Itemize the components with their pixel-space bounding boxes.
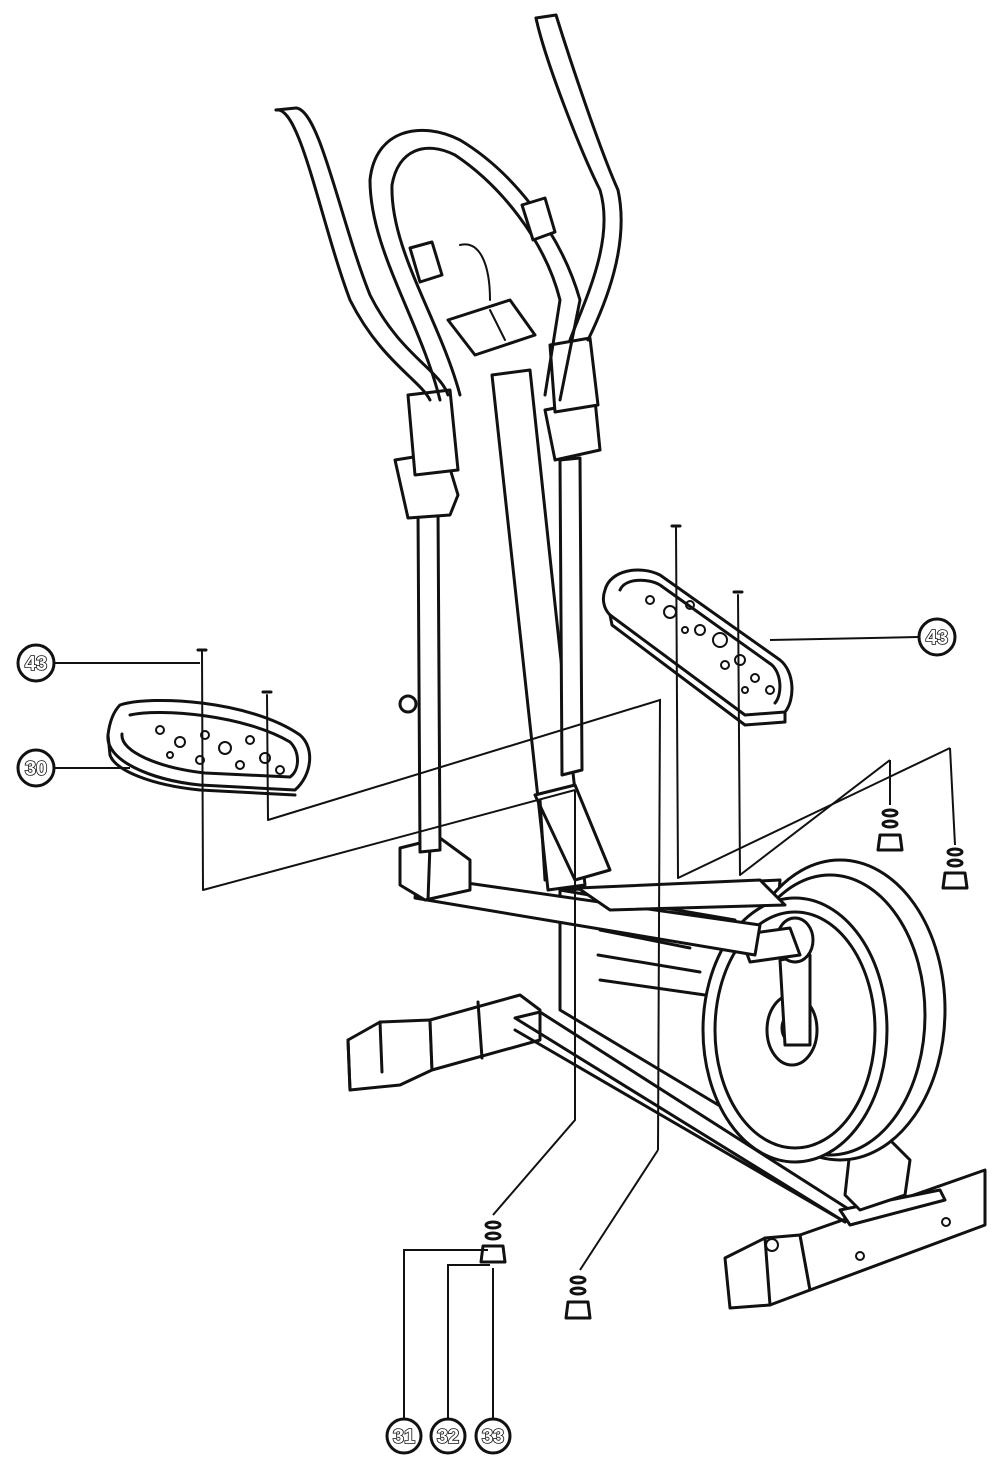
callout-30-label: 30: [25, 758, 47, 780]
assembly-guide-lines: [202, 698, 956, 1271]
callout-32: 32: [429, 1417, 467, 1455]
fixed-handlebar: [368, 128, 582, 402]
left-lower-arm: [393, 388, 460, 854]
callout-33: 33: [474, 1417, 512, 1455]
nut-set-bottom-left: [479, 1220, 507, 1264]
callout-43-right: 43: [917, 617, 957, 657]
right-handlebar: [534, 13, 623, 342]
rear-stabilizer: [346, 993, 542, 1092]
callout-32-label: 32: [437, 1426, 459, 1448]
right-pedal: [601, 568, 794, 727]
pedal-arm: [398, 836, 787, 957]
callout-43-left-label: 43: [25, 653, 47, 675]
left-pedal-bolts: [196, 648, 273, 891]
nut-set-bottom-right: [564, 1275, 592, 1320]
right-lower-arm: [543, 336, 602, 777]
callout-leaders: [55, 636, 919, 1420]
right-pedal-holes: [645, 595, 775, 695]
callout-43-right-label: 43: [926, 627, 948, 649]
callout-31: 31: [385, 1417, 423, 1455]
right-pedal-bolts: [670, 524, 744, 879]
left-pedal-holes: [155, 725, 285, 775]
callout-30: 30: [16, 748, 56, 788]
left-pedal: [106, 698, 312, 797]
main-frame-rail: [513, 1010, 947, 1227]
nut-set-right-a: [876, 808, 904, 852]
callout-31-label: 31: [393, 1426, 415, 1448]
callout-33-label: 33: [482, 1426, 504, 1448]
callout-43-left: 43: [16, 643, 56, 683]
nut-set-right-b: [941, 847, 969, 890]
console-bracket: [446, 243, 537, 357]
